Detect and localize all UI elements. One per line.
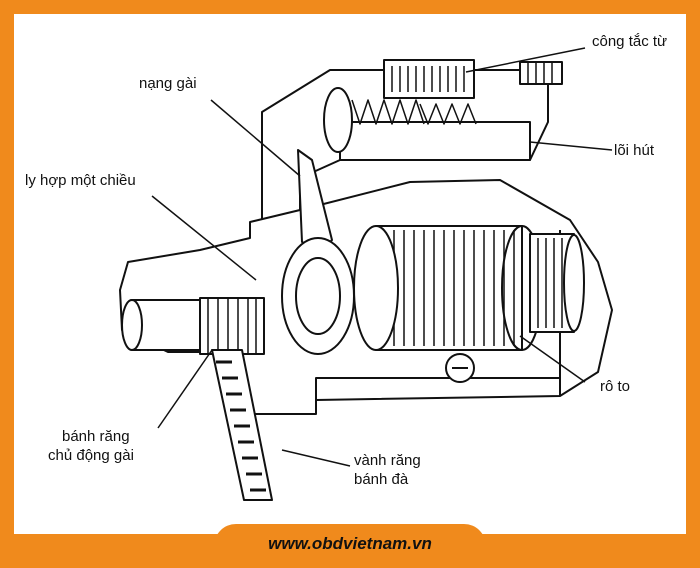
label-vanh-rang-line1: vành răng (354, 452, 421, 469)
label-cong-tac-tu: công tắc từ (592, 33, 668, 50)
solenoid-housing (261, 59, 549, 231)
label-loi-hut: lõi hút (614, 142, 655, 159)
overrunning-clutch (281, 237, 355, 355)
solenoid-terminal (519, 61, 563, 85)
pinion-drive (121, 297, 265, 355)
label-banh-rang-line1: bánh răng (62, 428, 130, 445)
label-nang-gai: nạng gài (139, 75, 197, 92)
leader-lines (151, 47, 613, 467)
footer-url[interactable]: www.obdvietnam.vn (268, 534, 432, 553)
armature-rotor (353, 225, 543, 351)
label-ro-to: rô to (600, 378, 631, 395)
label-banh-rang-line2: chủ động gài (48, 447, 134, 464)
footer-tab: www.obdvietnam.vn (214, 524, 486, 568)
commutator (529, 233, 585, 333)
label-vanh-rang-line2: bánh đà (354, 471, 409, 488)
flywheel-ring-gear (211, 349, 273, 501)
label-ly-hop-mot-chieu: ly hợp một chiều (25, 172, 136, 189)
